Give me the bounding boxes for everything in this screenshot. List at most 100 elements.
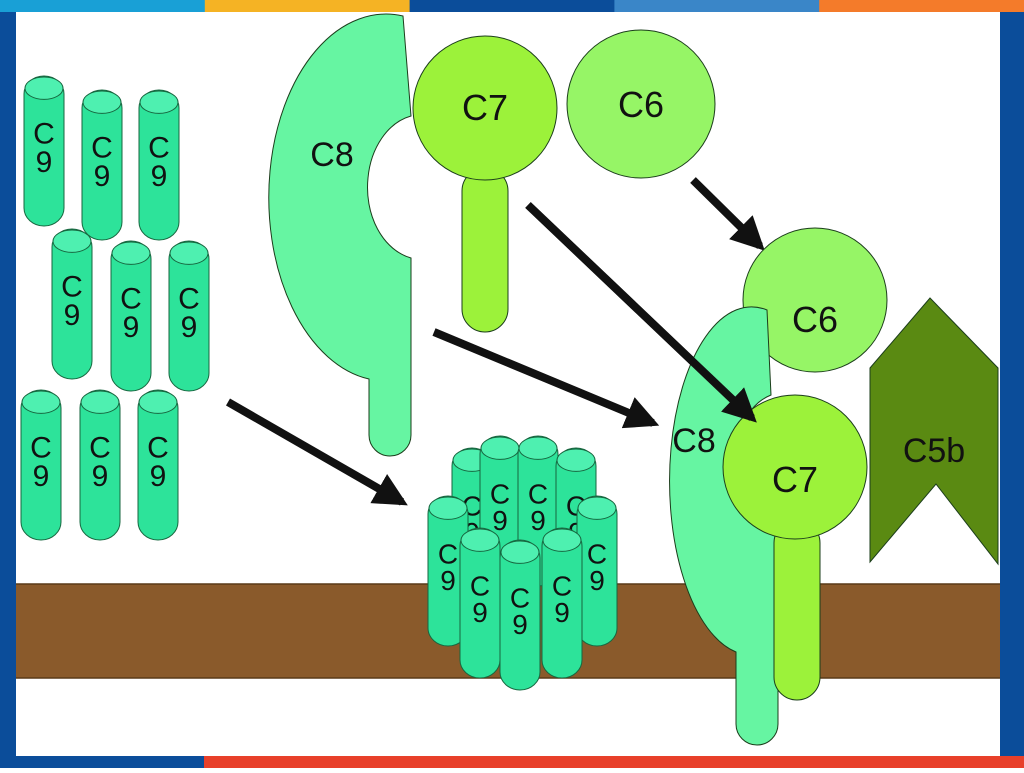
c9-monomer: C9 xyxy=(168,240,210,392)
top-bar-segment xyxy=(819,0,1024,12)
arrow-c8-to-complex xyxy=(432,328,660,429)
c7-free-label: C7 xyxy=(462,87,508,128)
c6-free-label: C6 xyxy=(618,84,664,125)
c9-label-c: C xyxy=(33,118,55,151)
c9-cap xyxy=(111,241,151,265)
c9-body xyxy=(541,527,583,679)
c9-cap xyxy=(21,390,61,414)
c9-monomer: C9 xyxy=(110,240,152,392)
c9-label-9: 9 xyxy=(589,565,605,596)
c8-free-label: C8 xyxy=(310,136,353,174)
c6-bound: C6 xyxy=(742,227,888,373)
c9-cap xyxy=(460,528,500,552)
arrow-c9-to-pore xyxy=(226,398,408,506)
c7-bound-stalk xyxy=(773,519,821,701)
c7-free-stalk xyxy=(461,167,509,333)
c7-free: C7 xyxy=(412,35,558,333)
c9-monomer: C9 xyxy=(23,75,65,227)
bottom-bar-segment xyxy=(0,756,204,768)
c9-label-9: 9 xyxy=(181,311,198,344)
c9-monomer: C9 xyxy=(427,495,469,647)
c9-label-c: C xyxy=(61,271,83,304)
c9-label-c: C xyxy=(552,571,572,602)
c9-label-c: C xyxy=(438,539,458,570)
c9-body xyxy=(23,75,65,227)
c9-label-c: C xyxy=(510,583,530,614)
c6-bound-label: C6 xyxy=(792,299,838,340)
c9-monomer: C9 xyxy=(576,495,618,647)
c9-cap xyxy=(577,496,617,520)
c9-label-9: 9 xyxy=(512,609,528,640)
c9-label-c: C xyxy=(587,539,607,570)
c9-cap xyxy=(138,390,178,414)
right-border xyxy=(1000,12,1024,756)
c9-cap xyxy=(500,540,540,564)
c5b-label: C5b xyxy=(903,432,965,470)
c9-label-c: C xyxy=(528,479,548,510)
c9-body xyxy=(79,389,121,541)
top-bar-segment xyxy=(0,0,206,12)
c7-bound-label: C7 xyxy=(772,459,818,500)
c9-monomer: C9 xyxy=(20,389,62,541)
c9-label-9: 9 xyxy=(554,597,570,628)
c9-label-c: C xyxy=(147,432,169,465)
arrow-c6-to-complex xyxy=(690,177,765,251)
bottom-bar-segment xyxy=(204,756,1024,768)
c9-label-c: C xyxy=(178,283,200,316)
c9-cap xyxy=(542,528,582,552)
c9-body xyxy=(81,89,123,241)
c6-free: C6 xyxy=(566,29,716,179)
c9-label-9: 9 xyxy=(64,299,81,332)
c9-cap xyxy=(480,436,520,460)
c5b-shape xyxy=(869,297,999,566)
c9-label-c: C xyxy=(30,432,52,465)
c9-label-c: C xyxy=(470,571,490,602)
c9-label-c: C xyxy=(89,432,111,465)
c6-free-circle xyxy=(566,29,716,179)
c9-label-9: 9 xyxy=(151,160,168,193)
c6-bound-circle xyxy=(742,227,888,373)
c9-cap xyxy=(556,448,596,472)
c9-cap xyxy=(139,90,179,114)
c9-label-c: C xyxy=(91,132,113,165)
left-border xyxy=(0,12,16,756)
c9-monomer: C9 xyxy=(459,527,501,679)
c9-cap xyxy=(169,241,209,265)
c9-body xyxy=(51,228,93,380)
c9-cap xyxy=(24,76,64,100)
c9-label-9: 9 xyxy=(33,460,50,493)
c9-label-c: C xyxy=(120,283,142,316)
c8-bound-label: C8 xyxy=(672,422,715,460)
c9-cap xyxy=(518,436,558,460)
c9-label-9: 9 xyxy=(472,597,488,628)
c9-cap xyxy=(52,229,92,253)
c5b: C5b xyxy=(869,297,999,566)
c9-label-9: 9 xyxy=(123,311,140,344)
c9-label-9: 9 xyxy=(36,146,53,179)
c9-body xyxy=(138,89,180,241)
c8-free-shape xyxy=(268,13,412,457)
c9-label-9: 9 xyxy=(94,160,111,193)
c9-body xyxy=(20,389,62,541)
c7-bound-head xyxy=(722,394,868,540)
c9-label-9: 9 xyxy=(92,460,109,493)
c9-cap xyxy=(80,390,120,414)
c9-label-c: C xyxy=(148,132,170,165)
c9-body xyxy=(137,389,179,541)
c9-monomer: C9 xyxy=(51,228,93,380)
c9-monomer: C9 xyxy=(79,389,121,541)
c9-monomer: C9 xyxy=(137,389,179,541)
arrow-c7-to-complex-head xyxy=(525,202,757,423)
top-bar-segment xyxy=(614,0,820,12)
c7-free-head xyxy=(412,35,558,181)
top-color-bar xyxy=(0,0,1024,12)
c9-body xyxy=(168,240,210,392)
c9-label-9: 9 xyxy=(440,565,456,596)
c9-label-9: 9 xyxy=(530,505,546,536)
c9-body xyxy=(499,539,541,691)
c9-label-c: C xyxy=(490,479,510,510)
